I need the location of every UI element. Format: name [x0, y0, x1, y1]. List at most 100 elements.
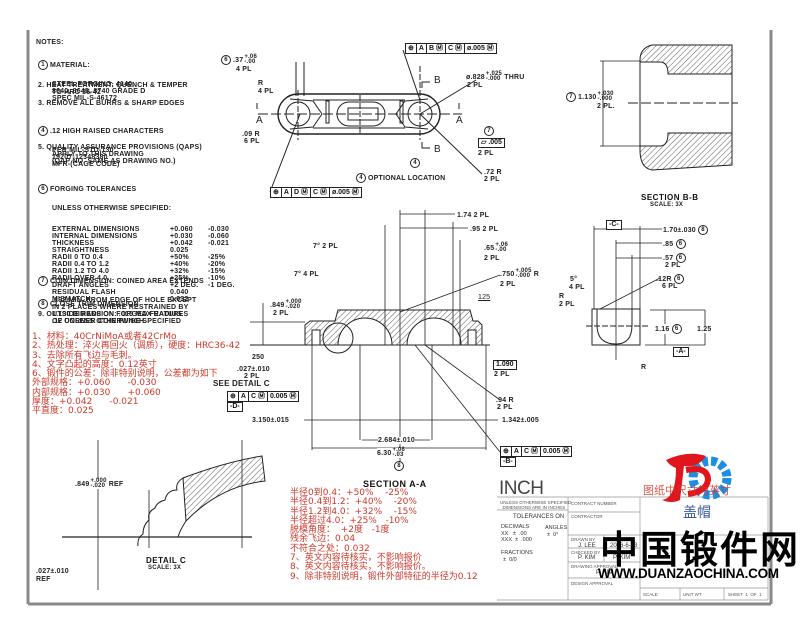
surface-finish: 125 [478, 294, 491, 301]
section-b-marker-top: B [434, 75, 441, 86]
section-a-marker-left: A [256, 115, 263, 126]
unit-weight-label: UNIT WT [683, 592, 702, 597]
fcf-cell: ⊕ [408, 45, 414, 52]
fcf-cell: B Ⓜ [425, 44, 445, 53]
sheet-frame [26, 30, 773, 606]
dim-1130-pl: 2 PL. [597, 103, 615, 110]
tolerance-cell: MISMATCH [52, 296, 91, 303]
dim-027: .027±.010 [237, 366, 270, 373]
red-note-line: 厚度：+0.042 -0.021 [32, 397, 139, 408]
fcf-cell: A [510, 447, 521, 456]
tolerance-cell: +32% [170, 268, 189, 275]
dim-85: .85 6 [663, 239, 688, 249]
detail-c-view [62, 440, 266, 590]
flatness-pl: 2 PL [478, 150, 494, 157]
tolerance-row: DRAFT ANGLES+2 DEG.-1 DEG. [38, 282, 248, 289]
tolerance-row: EXTERNAL DIMENSIONS+0.060-0.030 [38, 226, 248, 233]
tolerance-cell [208, 289, 248, 296]
radius-750: .750+.005-.000 R [500, 268, 540, 279]
section-aa-title: SECTION A-A [363, 479, 427, 489]
dim-027-ref-label: REF [36, 576, 51, 583]
red-note-line: 2、热处理：淬火再回火（调质），硬度：HRC36-42 [32, 341, 241, 352]
fractions-value: ± 0/0 [503, 557, 517, 563]
radius-pl: 4 PL [258, 88, 274, 95]
red-note-line: 半径1.2到4.0：+32% -15% [290, 506, 417, 517]
red-note-line: 4、文字凸起的高度：0.12英寸 [32, 359, 157, 370]
radius-72: .72 R [484, 169, 502, 176]
tolerance-cell: +40% [170, 261, 189, 268]
red-note-line: 1、材料：40CrNiMoA或者42CrMo [32, 332, 177, 342]
dim-diameter-pl: 2 PL [467, 82, 483, 89]
detail-c-scale: SCALE: 3X [148, 565, 182, 571]
red-note-line: 3、去除所有飞边与毛刺。 [32, 350, 137, 361]
checked-by-value: P. KIM [578, 555, 596, 561]
fcf-cell: 0.005 Ⓜ [266, 392, 298, 401]
dim-57-pl: 2 PL [665, 262, 681, 269]
balloon-4: 4 [410, 158, 422, 168]
tolerance-cell [208, 247, 248, 254]
part-name: 盖帽 [683, 505, 711, 521]
tolerance-cell: +50% [170, 254, 189, 261]
tolerance-cell: RADII 0.4 TO 1.2 [52, 261, 110, 268]
red-note-line: 半径0到0.4：+50% -25% [290, 488, 409, 498]
dim-630: 6.30+.06-.03 [377, 447, 406, 458]
red-note-line: 半径超过4.0：+25% -10% [290, 515, 409, 526]
tolerance-cell: RADII OVER 4.0 [52, 275, 108, 282]
units-label: INCH [499, 478, 544, 499]
radius-09: .09 R [242, 131, 260, 138]
tolerance-cell: 0.032 [170, 296, 189, 303]
section-bb-view [600, 44, 738, 171]
engineer-value: P. KIM [613, 555, 631, 561]
tolerance-cell: +0.030 [170, 233, 193, 240]
radius-label: R [258, 80, 264, 87]
tolerance-cell: +2 DEG. [170, 282, 199, 289]
tolerance-cell: -10% [208, 275, 226, 282]
fcf-cell: C Ⓜ [520, 447, 540, 456]
tolerance-cell: EXTERNAL DIMENSIONS [52, 226, 140, 233]
fcf-cell: A [280, 188, 291, 197]
watermark-url: WWW.DUANZAOCHINA.COM [598, 566, 779, 581]
tolerance-cell: +25% [170, 275, 189, 282]
datum-c: -C- [606, 220, 622, 230]
tolerance-cell: THICKNESS [52, 240, 95, 247]
dim-037: 6.37+.06-.00 [221, 54, 257, 65]
notes-heading: NOTES: [36, 39, 64, 46]
fractions-label: FRACTIONS [501, 550, 533, 556]
dim-125: 1.25 [697, 326, 712, 333]
dim-170: 1.70±.030 8 [663, 225, 710, 235]
datum-d: -D- [227, 402, 243, 412]
fcf-cell: D Ⓜ [290, 188, 310, 197]
fcf-cell: C Ⓜ [247, 392, 267, 401]
radius-94-pl: 2 PL [497, 404, 513, 411]
dim-1090-pl: 2 PL [494, 371, 510, 378]
dim-1090: 1.090 [493, 360, 517, 370]
dim-250: 250 [252, 354, 265, 361]
note-3: 3. REMOVE ALL BURRS & SHARP EDGES [38, 100, 185, 107]
engineer-label: ENGINEER [607, 550, 631, 555]
tolerance-cell: RADII 0 TO 0.4 [52, 254, 103, 261]
red-note-line: 7、英文内容待核实，不影响报价 [290, 553, 422, 564]
dim-diameter: ø.828+.025-.000 THRU [466, 71, 525, 82]
drawing-approval-label: DRAWING APPROVAL [571, 564, 618, 569]
tolerance-cell: 0.025 [170, 247, 189, 254]
fcf-cell: 0.005 Ⓜ [539, 447, 571, 456]
tolerance-cell: +0.060 [170, 226, 193, 233]
red-note-line: 6、锻件的公差：除非特别说明，公差都为如下 [32, 369, 218, 380]
dim-2684: 2.684±.010 [378, 437, 415, 444]
tolerance-cell: -15% [208, 268, 226, 275]
top-view [256, 49, 483, 193]
radius-94: .94 R [496, 397, 514, 404]
dim-849: .849+.000-.020 [270, 299, 302, 310]
note-5: 5. QUALITY ASSURANCE PROVISIONS (QAPS)AP… [38, 144, 202, 165]
tolerance-cell: RADII 1.2 TO 4.0 [52, 268, 110, 275]
